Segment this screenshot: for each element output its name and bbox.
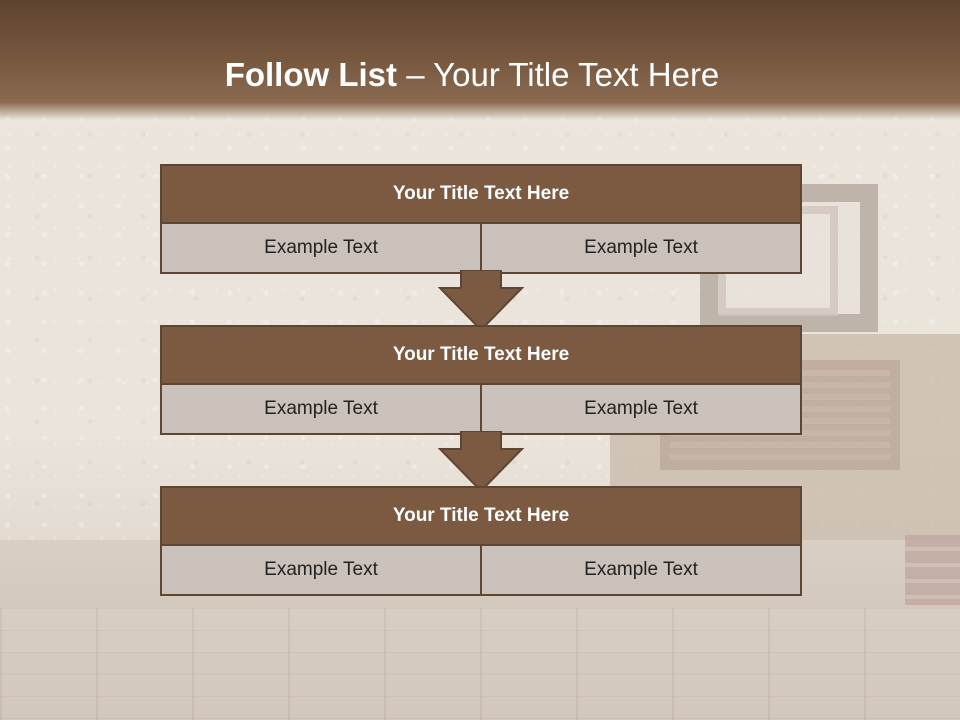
flow-block-3: Your Title Text Here Example Text Exampl… — [160, 486, 802, 596]
block-title: Your Title Text Here — [162, 488, 800, 546]
block-cell-left: Example Text — [162, 385, 480, 433]
block-cell-right: Example Text — [480, 224, 800, 272]
slide-title: Follow List – Your Title Text Here — [0, 52, 944, 98]
block-cell-right: Example Text — [480, 546, 800, 594]
header-band — [0, 0, 960, 120]
flow-block-2: Your Title Text Here Example Text Exampl… — [160, 325, 802, 435]
block-cell-right: Example Text — [480, 385, 800, 433]
block-row: Example Text Example Text — [162, 224, 800, 272]
block-row: Example Text Example Text — [162, 385, 800, 433]
block-title: Your Title Text Here — [162, 327, 800, 385]
slide-title-rest: – Your Title Text Here — [397, 56, 720, 93]
wooden-floor — [0, 608, 960, 720]
slide-title-bold: Follow List — [224, 56, 398, 93]
block-row: Example Text Example Text — [162, 546, 800, 594]
down-arrow-icon — [438, 270, 524, 332]
flow-block-1: Your Title Text Here Example Text Exampl… — [160, 164, 802, 274]
block-title: Your Title Text Here — [162, 166, 800, 224]
block-cell-left: Example Text — [162, 224, 480, 272]
down-arrow-icon — [438, 431, 524, 493]
block-cell-left: Example Text — [162, 546, 480, 594]
books — [905, 535, 960, 605]
